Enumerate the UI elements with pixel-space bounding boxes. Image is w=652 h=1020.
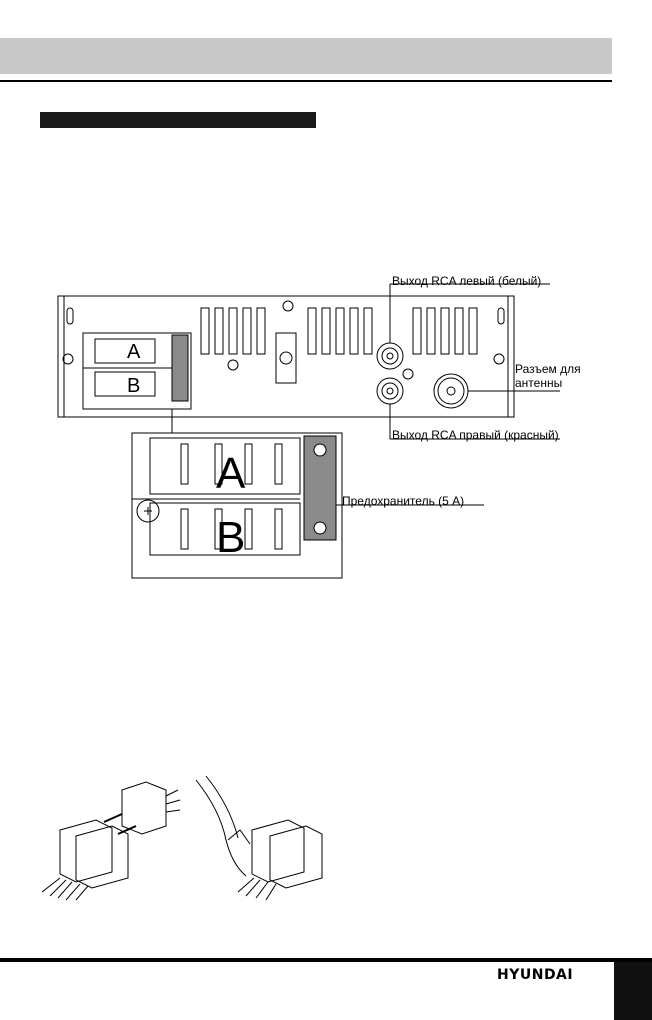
- header-bar: [0, 38, 612, 74]
- rear-panel-outline: [57, 295, 515, 418]
- right-plug: [269, 825, 323, 889]
- middle-plug: [121, 781, 167, 835]
- antenna-label-line2: антенны: [515, 376, 563, 390]
- page-tab: [614, 962, 652, 1020]
- header-rule: [0, 80, 612, 82]
- connector-label-a: A: [216, 449, 246, 498]
- connector-label-b: B: [216, 513, 245, 562]
- cable: [195, 779, 247, 877]
- left-plug: [75, 825, 129, 889]
- brand-logo: HYUNDAI: [497, 967, 574, 983]
- rca-left-label: Выход RCA левый (белый): [392, 274, 542, 288]
- panel-connector-label-a: A: [127, 341, 141, 363]
- fuse-label: Предохранитель (5 А): [342, 494, 465, 508]
- section-heading-bar: [40, 112, 316, 128]
- panel-connector: [82, 332, 192, 410]
- rca-right-label: Выход RCA правый (красный): [392, 428, 559, 442]
- footer-bar: [0, 958, 652, 962]
- panel-connector-label-b: B: [127, 375, 140, 397]
- antenna-label-line1: Разъем для: [515, 362, 581, 376]
